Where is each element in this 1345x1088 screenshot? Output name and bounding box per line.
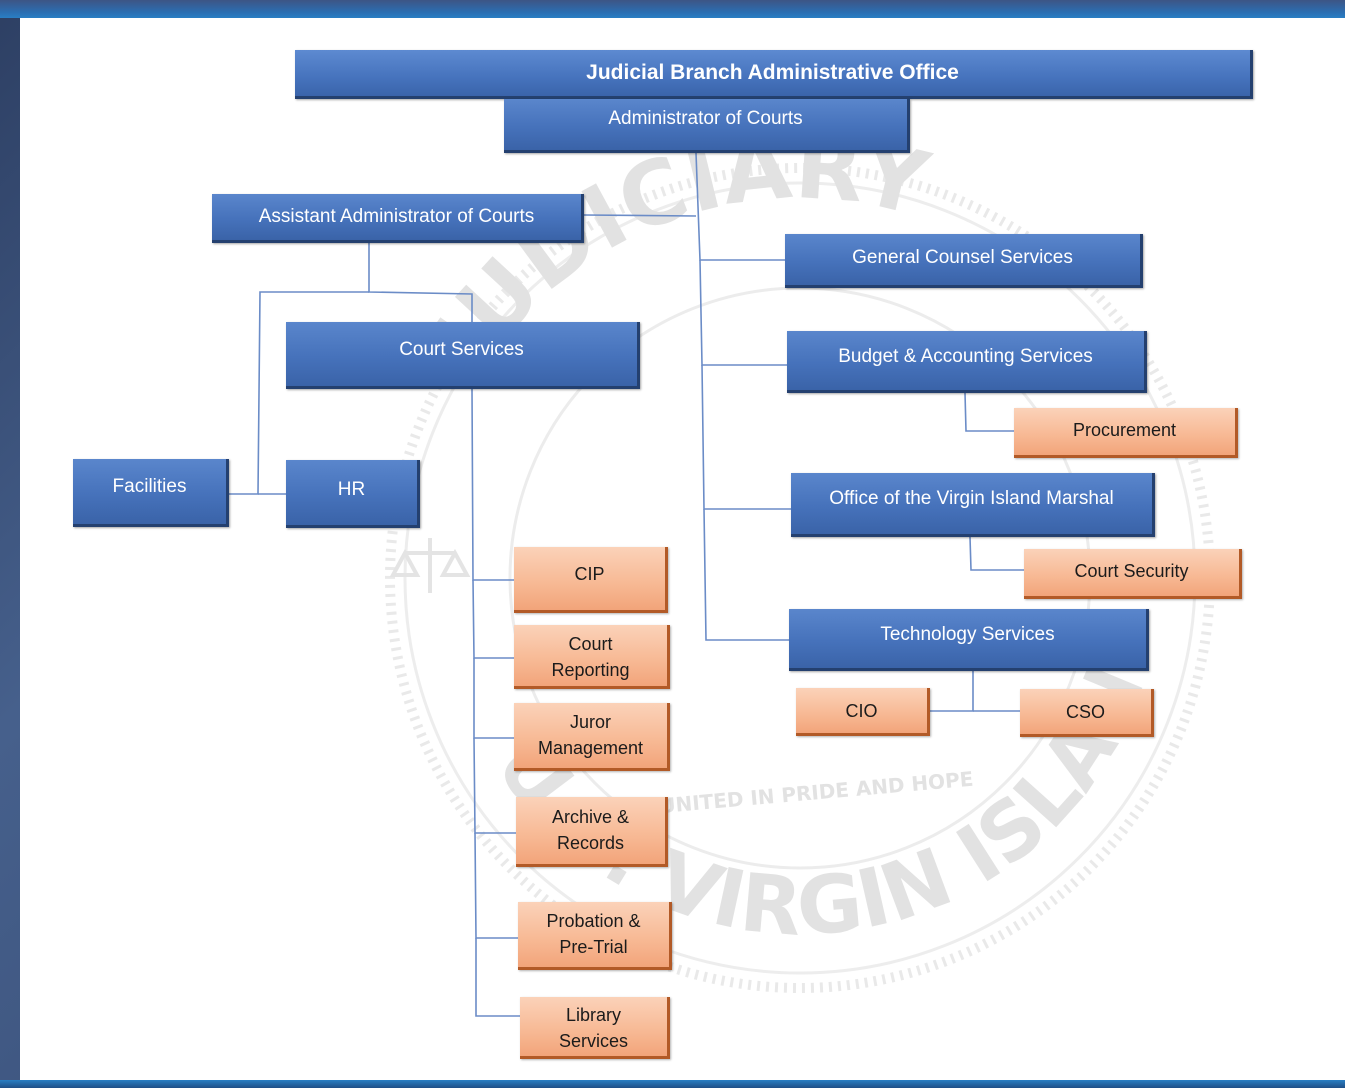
connector-aoc-to-technology xyxy=(703,508,789,641)
connector-aaoc-to-facilities xyxy=(229,291,369,495)
node-probation-pretrial: Probation & Pre-Trial xyxy=(518,902,672,970)
node-judicial-branch-administrative-office: Judicial Branch Administrative Office xyxy=(295,50,1253,99)
connector-court-services-to-cip xyxy=(471,388,514,581)
connector-aoc-to-budget-accounting xyxy=(699,259,787,366)
connector-court-services-to-probation-pretrial xyxy=(474,832,518,939)
org-chart-canvas: JUDICIARY U.S. VIRGIN ISLANDS UNITED IN … xyxy=(20,18,1345,1080)
node-court-services: Court Services xyxy=(286,322,640,389)
connector-court-services-to-juror-management xyxy=(473,658,514,739)
connector-marshal-to-court-security xyxy=(969,536,1024,571)
node-general-counsel-services: General Counsel Services xyxy=(785,234,1143,288)
node-budget-accounting-services: Budget & Accounting Services xyxy=(787,331,1147,393)
node-assistant-administrator-of-courts: Assistant Administrator of Courts xyxy=(212,194,584,243)
node-court-security: Court Security xyxy=(1024,549,1242,599)
top-frame-bar xyxy=(0,0,1345,18)
connector-aaoc-to-court-services xyxy=(368,243,473,322)
connector-court-services-to-library-services xyxy=(475,938,520,1017)
node-technology-services: Technology Services xyxy=(789,609,1149,671)
connector-budget-accounting-to-procurement xyxy=(964,392,1014,432)
node-facilities: Facilities xyxy=(73,459,229,527)
node-hr: HR xyxy=(286,460,420,528)
node-court-reporting: Court Reporting xyxy=(514,625,670,689)
node-cip: CIP xyxy=(514,547,668,613)
node-office-of-the-virgin-island-marshal: Office of the Virgin Island Marshal xyxy=(791,473,1155,537)
node-cso: CSO xyxy=(1020,689,1154,737)
connector-aoc-to-aaoc xyxy=(583,214,697,217)
connector-lines xyxy=(229,152,1024,1017)
node-juror-management: Juror Management xyxy=(514,703,670,771)
connector-court-services-to-archive-records xyxy=(473,737,516,834)
node-cio: CIO xyxy=(796,688,930,736)
bottom-frame-bar xyxy=(0,1080,1345,1088)
connector-aoc-to-marshal xyxy=(701,364,791,510)
connector-technology-to-cio xyxy=(930,671,974,712)
connector-aoc-to-general-counsel xyxy=(695,152,785,261)
seal-scales-icon xyxy=(389,538,471,593)
connector-court-services-to-court-reporting xyxy=(472,579,514,659)
node-library-services: Library Services xyxy=(520,997,670,1059)
node-archive-records: Archive & Records xyxy=(516,797,668,867)
node-procurement: Procurement xyxy=(1014,408,1238,458)
node-administrator-of-courts: Administrator of Courts xyxy=(504,99,910,153)
